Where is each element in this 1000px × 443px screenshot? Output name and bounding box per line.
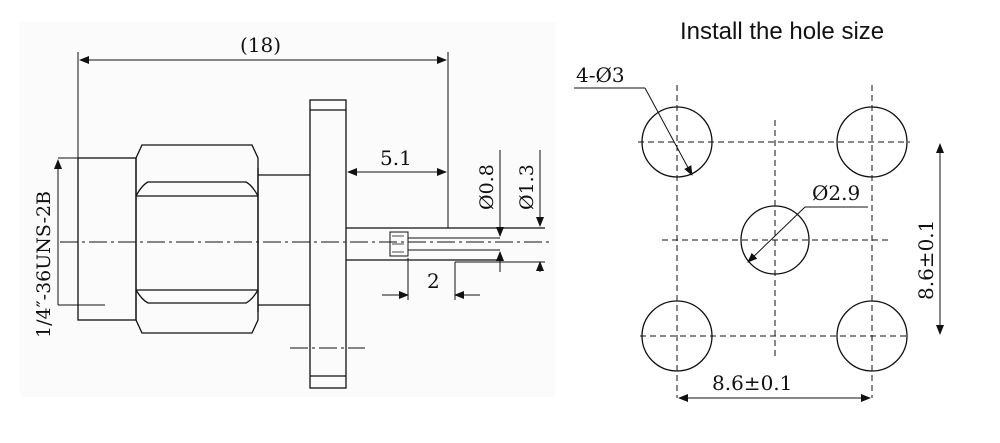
center-hole [740,205,810,275]
hole-grid-lines [638,85,910,398]
pin-dia-label: Ø0.8 [476,164,498,210]
left-sheet [20,22,555,397]
insulator-dia-label: Ø1.3 [516,164,538,210]
hole-pattern-title: Install the hole size [680,18,885,45]
leader-mount-holes [574,87,693,176]
vertical-spacing-label: 8.6±0.1 [914,220,938,300]
pin-length-label: 5.1 [380,146,412,170]
dim-tip-length [382,258,480,300]
mount-hole-top-right [836,106,908,178]
center-lines [60,241,550,349]
mount-hole-bottom-left [641,300,713,372]
leader-center-hole [747,206,868,263]
dim-overall-length [77,52,449,228]
mount-hole-bottom-right [836,300,908,372]
thread-spec-label: 1/4″-36UNS-2B [33,191,55,338]
flange [309,99,347,389]
hex-nut [135,144,259,334]
overall-length-label: (18) [240,33,281,57]
center-hole-label: Ø2.9 [812,181,860,205]
connector-outline [58,99,545,389]
mount-holes-label: 4-Ø3 [576,63,625,87]
tip-length-label: 2 [427,269,440,293]
holes [641,106,908,372]
mount-hole-top-left [641,106,713,178]
dim-thread [54,157,78,305]
dim-diameters [455,150,545,272]
horizontal-spacing-label: 8.6±0.1 [712,371,792,395]
